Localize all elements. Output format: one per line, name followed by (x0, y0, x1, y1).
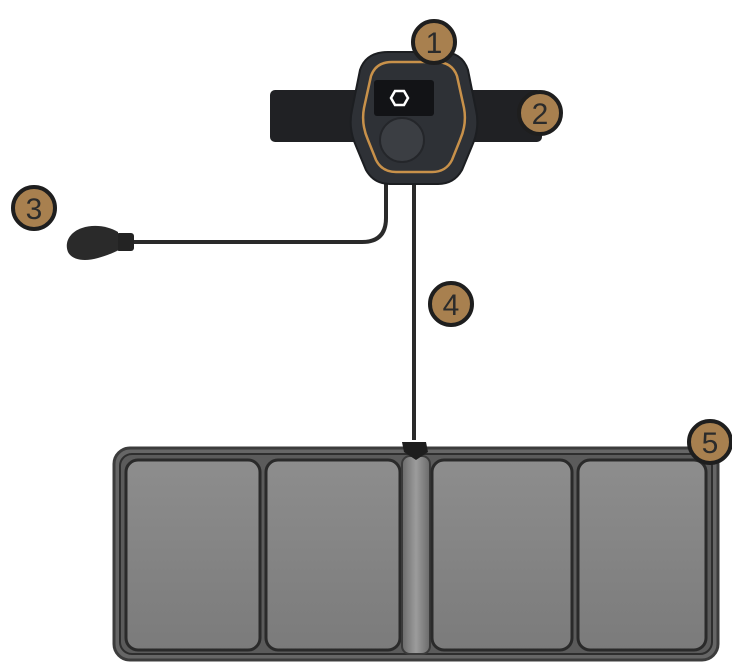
callout-2-label: 2 (532, 98, 549, 131)
earpiece (66, 225, 118, 260)
earpiece-cable (66, 178, 388, 260)
electrode-pad (112, 446, 720, 662)
pad-cell-2 (264, 458, 402, 652)
main-device-unit (349, 51, 479, 185)
callout-5: 5 (687, 419, 732, 465)
callout-5-label: 5 (702, 427, 719, 460)
pad-cell-4 (576, 458, 708, 652)
callout-2: 2 (517, 90, 563, 136)
pad-center-strip (401, 455, 431, 655)
hexagon-outline-icon (389, 89, 410, 107)
callout-3: 3 (11, 185, 57, 231)
device-display (374, 80, 434, 116)
device-button[interactable] (379, 117, 425, 163)
callout-1: 1 (411, 19, 457, 65)
pad-connector (402, 442, 428, 460)
pad-cell-3 (430, 458, 574, 652)
callout-3-label: 3 (26, 193, 43, 226)
callout-4: 4 (428, 281, 474, 327)
pad-cell-1 (124, 458, 262, 652)
callout-4-label: 4 (443, 289, 460, 322)
callout-1-label: 1 (426, 27, 443, 60)
earpiece-plug (116, 233, 134, 251)
pad-cable (402, 178, 428, 460)
